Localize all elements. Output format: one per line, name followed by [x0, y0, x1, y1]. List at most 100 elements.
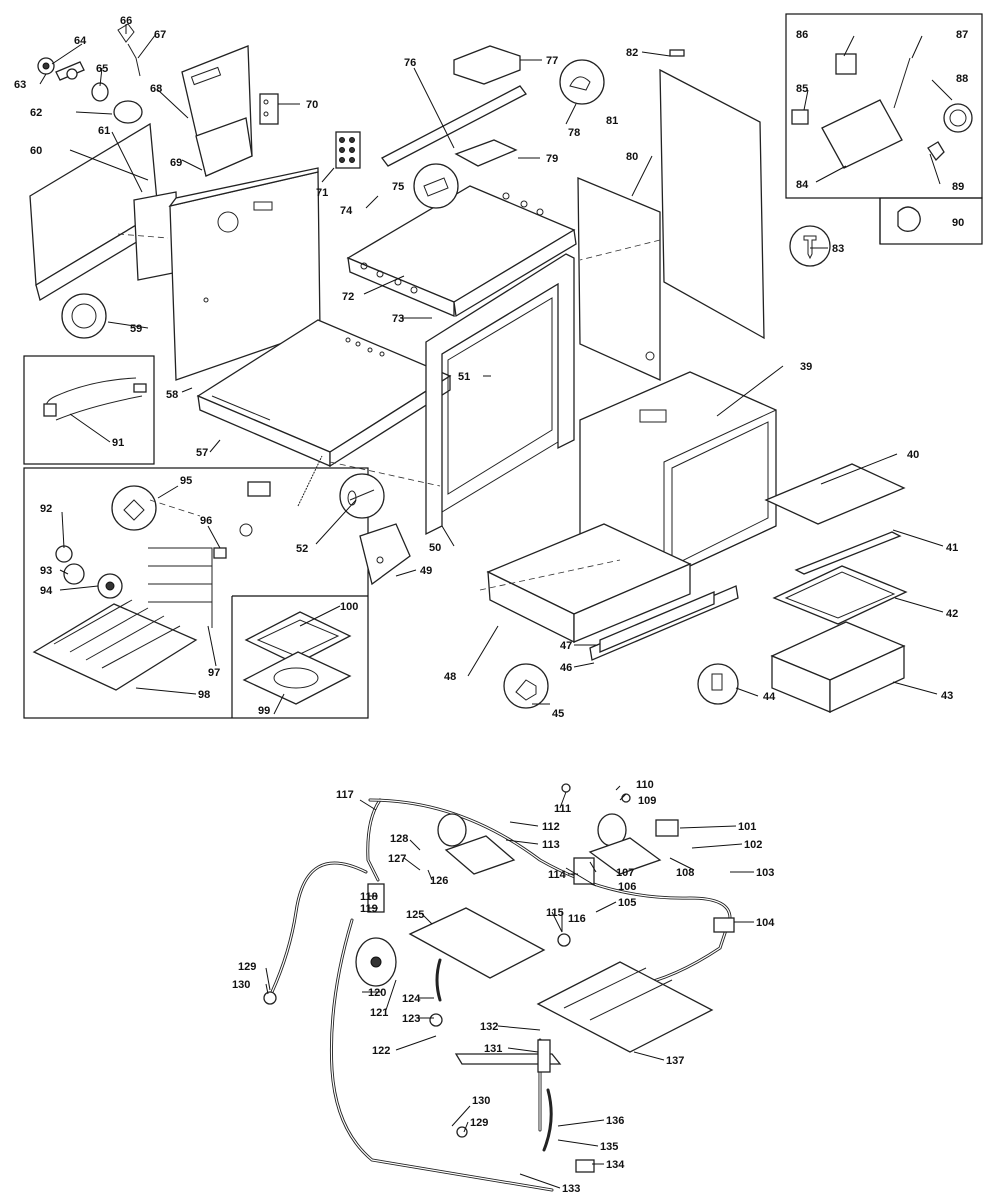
- callout-98: 98: [198, 689, 210, 701]
- callout-120: 120: [368, 987, 386, 999]
- burner-box-57: [196, 319, 452, 468]
- bracket-45-callout: [503, 663, 549, 709]
- callout-102: 102: [744, 839, 762, 851]
- callout-73: 73: [392, 313, 404, 325]
- bottom-panel-40: [764, 463, 906, 525]
- broiler-pan-42: [772, 565, 908, 625]
- clip-96: [213, 547, 227, 559]
- callout-136: 136: [606, 1115, 624, 1127]
- callout-63: 63: [14, 79, 26, 91]
- oven-rack-98: [32, 599, 198, 691]
- callout-91: 91: [112, 437, 124, 449]
- callout-90: 90: [952, 217, 964, 229]
- broiler-drawer-43: [770, 621, 906, 714]
- callout-112: 112: [542, 821, 560, 833]
- callout-59: 59: [130, 323, 142, 335]
- callout-67: 67: [154, 29, 166, 41]
- terminal-block-71: [335, 131, 361, 169]
- callout-105: 105: [618, 897, 636, 909]
- grill-insert-100: [244, 611, 352, 665]
- callout-108: 108: [676, 867, 694, 879]
- callout-88: 88: [956, 73, 968, 85]
- callout-labels: 39 40 41 42 43 44 45 46 47 48 49 50 51 5…: [14, 15, 968, 1195]
- callout-42: 42: [946, 608, 958, 620]
- callout-129-left: 129: [238, 961, 256, 973]
- callout-69: 69: [170, 157, 182, 169]
- callout-76: 76: [404, 57, 416, 69]
- callout-94: 94: [40, 585, 53, 597]
- control-panel-58: [168, 167, 321, 381]
- spring-and-clips: [239, 455, 323, 537]
- part-90: [897, 206, 921, 232]
- callout-74: 74: [340, 205, 353, 217]
- callout-113: 113: [542, 839, 560, 851]
- bolt-52-callout: [339, 473, 385, 519]
- callout-85: 85: [796, 83, 808, 95]
- callout-65: 65: [96, 63, 108, 75]
- broiler-pan-99: [242, 651, 352, 705]
- callout-117: 117: [336, 789, 354, 801]
- callout-119: 119: [360, 903, 378, 915]
- trim-41: [794, 531, 902, 575]
- grommet-59-callout: [61, 293, 107, 339]
- clip-44-callout: [697, 663, 739, 705]
- callout-70: 70: [306, 99, 318, 111]
- callout-64: 64: [74, 35, 87, 47]
- callout-62: 62: [30, 107, 42, 119]
- callout-135: 135: [600, 1141, 618, 1153]
- kick-panel-46-47: [589, 585, 739, 661]
- callout-66: 66: [120, 15, 132, 27]
- knob-95-callout: [111, 485, 157, 531]
- disc-75-callout: [413, 163, 459, 209]
- callout-71: 71: [316, 187, 328, 199]
- callout-92: 92: [40, 503, 52, 515]
- callout-80: 80: [626, 151, 638, 163]
- callout-104: 104: [756, 917, 775, 929]
- callout-48: 48: [444, 671, 456, 683]
- callout-125: 125: [406, 909, 424, 921]
- fitting-104: [713, 917, 735, 933]
- inset-box-accessories: [23, 467, 369, 719]
- power-cord-91: [43, 377, 147, 421]
- callout-110: 110: [636, 779, 654, 791]
- callout-114: 114: [548, 869, 567, 881]
- callout-126: 126: [430, 875, 448, 887]
- callout-58: 58: [166, 389, 178, 401]
- inset-box-power-cord: [23, 355, 155, 465]
- callout-83: 83: [832, 243, 844, 255]
- base-48: [486, 523, 692, 644]
- callout-107: 107: [616, 867, 634, 879]
- callout-79: 79: [546, 153, 558, 165]
- leader-lines: [39, 24, 953, 1189]
- callout-44: 44: [763, 691, 776, 703]
- callout-131: 131: [484, 1043, 502, 1055]
- callout-127: 127: [388, 853, 406, 865]
- rack-supports-97: [148, 547, 213, 628]
- top-rail-76: [381, 85, 527, 167]
- rear-panel-80: [577, 177, 661, 382]
- side-panel-81: [659, 68, 765, 340]
- callout-93: 93: [40, 565, 52, 577]
- callout-99: 99: [258, 705, 270, 717]
- oven-liner-39: [579, 371, 777, 579]
- callout-46: 46: [560, 662, 572, 674]
- callout-47: 47: [560, 640, 572, 652]
- callout-128: 128: [390, 833, 408, 845]
- knob-parts-92-94: [55, 545, 123, 599]
- callout-60: 60: [30, 145, 42, 157]
- callout-78: 78: [568, 127, 580, 139]
- callout-106: 106: [618, 881, 636, 893]
- callout-130-lower: 130: [472, 1095, 490, 1107]
- callout-101: 101: [738, 821, 756, 833]
- callout-43: 43: [941, 690, 953, 702]
- bracket-79: [454, 139, 518, 167]
- callout-61: 61: [98, 125, 110, 137]
- callout-82: 82: [626, 47, 638, 59]
- callout-133: 133: [562, 1183, 580, 1195]
- broil-burner-137: [536, 961, 714, 1053]
- callout-122: 122: [372, 1045, 390, 1057]
- callout-129-lower: 129: [470, 1117, 488, 1129]
- clock-assembly-84: [791, 53, 973, 169]
- callout-103: 103: [756, 867, 774, 879]
